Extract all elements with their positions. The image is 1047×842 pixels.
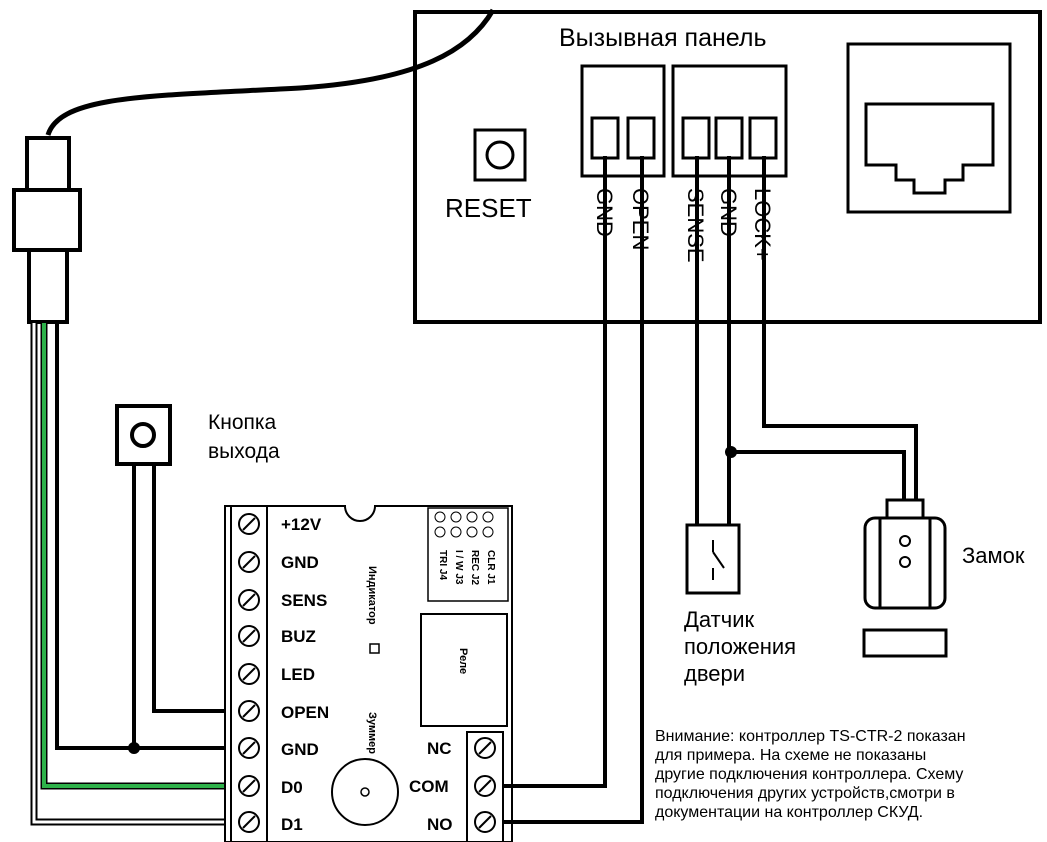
note-line: документации на контроллер СКУД. [655,804,924,821]
terminal-d1: D1 [281,815,303,834]
jumper-j1: CLR J1 [485,550,496,585]
jumper-pin [450,511,462,523]
exit-button [115,404,250,754]
door-sensor-label-3: двери [684,661,745,686]
jumper-pin [434,511,446,523]
terminal-led: LED [281,665,315,684]
relay [420,613,508,727]
indicator-led [369,643,380,654]
lock [862,498,948,658]
jumper-block [427,507,509,602]
panel-cable [12,8,496,324]
note-line: Внимание: контроллер TS-CTR-2 показан [655,728,966,745]
terminal-screw-icon [474,737,496,759]
panel-title: Вызывная панель [559,24,766,52]
relay-wires [503,156,644,824]
terminal-screw-icon [238,589,260,611]
door-sensor-label-2: положения [684,634,796,659]
terminal-screw-icon [238,775,260,797]
exit-button-label-2: выхода [208,440,280,463]
jumper-j4: TRI J4 [437,550,448,580]
controller-board: +12V GND SENS BUZ LED OPEN GND D0 D1 Инд… [224,505,513,842]
note-line: подключения других устройств,смотри в [655,785,955,802]
note-line: для примера. На схеме не показаны [655,747,927,764]
left-terminal-screws [238,513,260,833]
jumper-pin [482,526,494,538]
terminal-screw-icon [238,700,260,722]
jumper-pin [434,526,446,538]
terminal-buz: BUZ [281,627,316,646]
controller-wires [30,323,250,826]
terminal-screw-icon [238,811,260,833]
terminal-screw-icon [238,663,260,685]
buzzer-label: Зуммер [366,712,378,754]
terminal-12v: +12V [281,515,322,534]
terminal-screw-icon [238,551,260,573]
jumper-j3: I / W J3 [453,550,464,585]
jumper-pin [466,511,478,523]
terminal-screw-icon [238,513,260,535]
terminal-screw-icon [474,811,496,833]
relay-label: Реле [457,648,469,674]
reset-button [473,128,527,182]
jumper-j2: REC J2 [469,550,480,585]
warning-note: Внимание: контроллер TS-CTR-2 показан дл… [655,727,1045,822]
terminal-sens: SENS [281,591,327,610]
door-sensor-label-1: Датчик [684,607,754,632]
jumper-pin [450,526,462,538]
jumper-pin [482,511,494,523]
reset-label: RESET [445,193,532,223]
terminal-screw-icon [238,625,260,647]
terminal-screw-icon [238,737,260,759]
exit-button-label-1: Кнопка [208,411,277,434]
terminal-nc: NC [427,739,452,758]
terminal-screw-icon [474,775,496,797]
rj45-jack [846,42,1012,214]
buzzer [331,758,399,826]
sensor-lock-wires [695,156,918,525]
right-terminal-screws [474,737,496,833]
terminal-com: COM [409,777,449,796]
terminal-no: NO [427,815,453,834]
terminal-gnd: GND [281,553,319,572]
indicator-label: Индикатор [366,566,378,625]
terminal-open: OPEN [281,703,329,722]
terminal-gnd-2: GND [281,740,319,759]
terminal-d0: D0 [281,778,303,797]
lock-label: Замок [962,543,1025,568]
note-line: другие подключения контроллера. Схему [655,766,964,783]
door-sensor [685,523,741,595]
jumper-pin [466,526,478,538]
terminal-block-open [580,64,666,178]
